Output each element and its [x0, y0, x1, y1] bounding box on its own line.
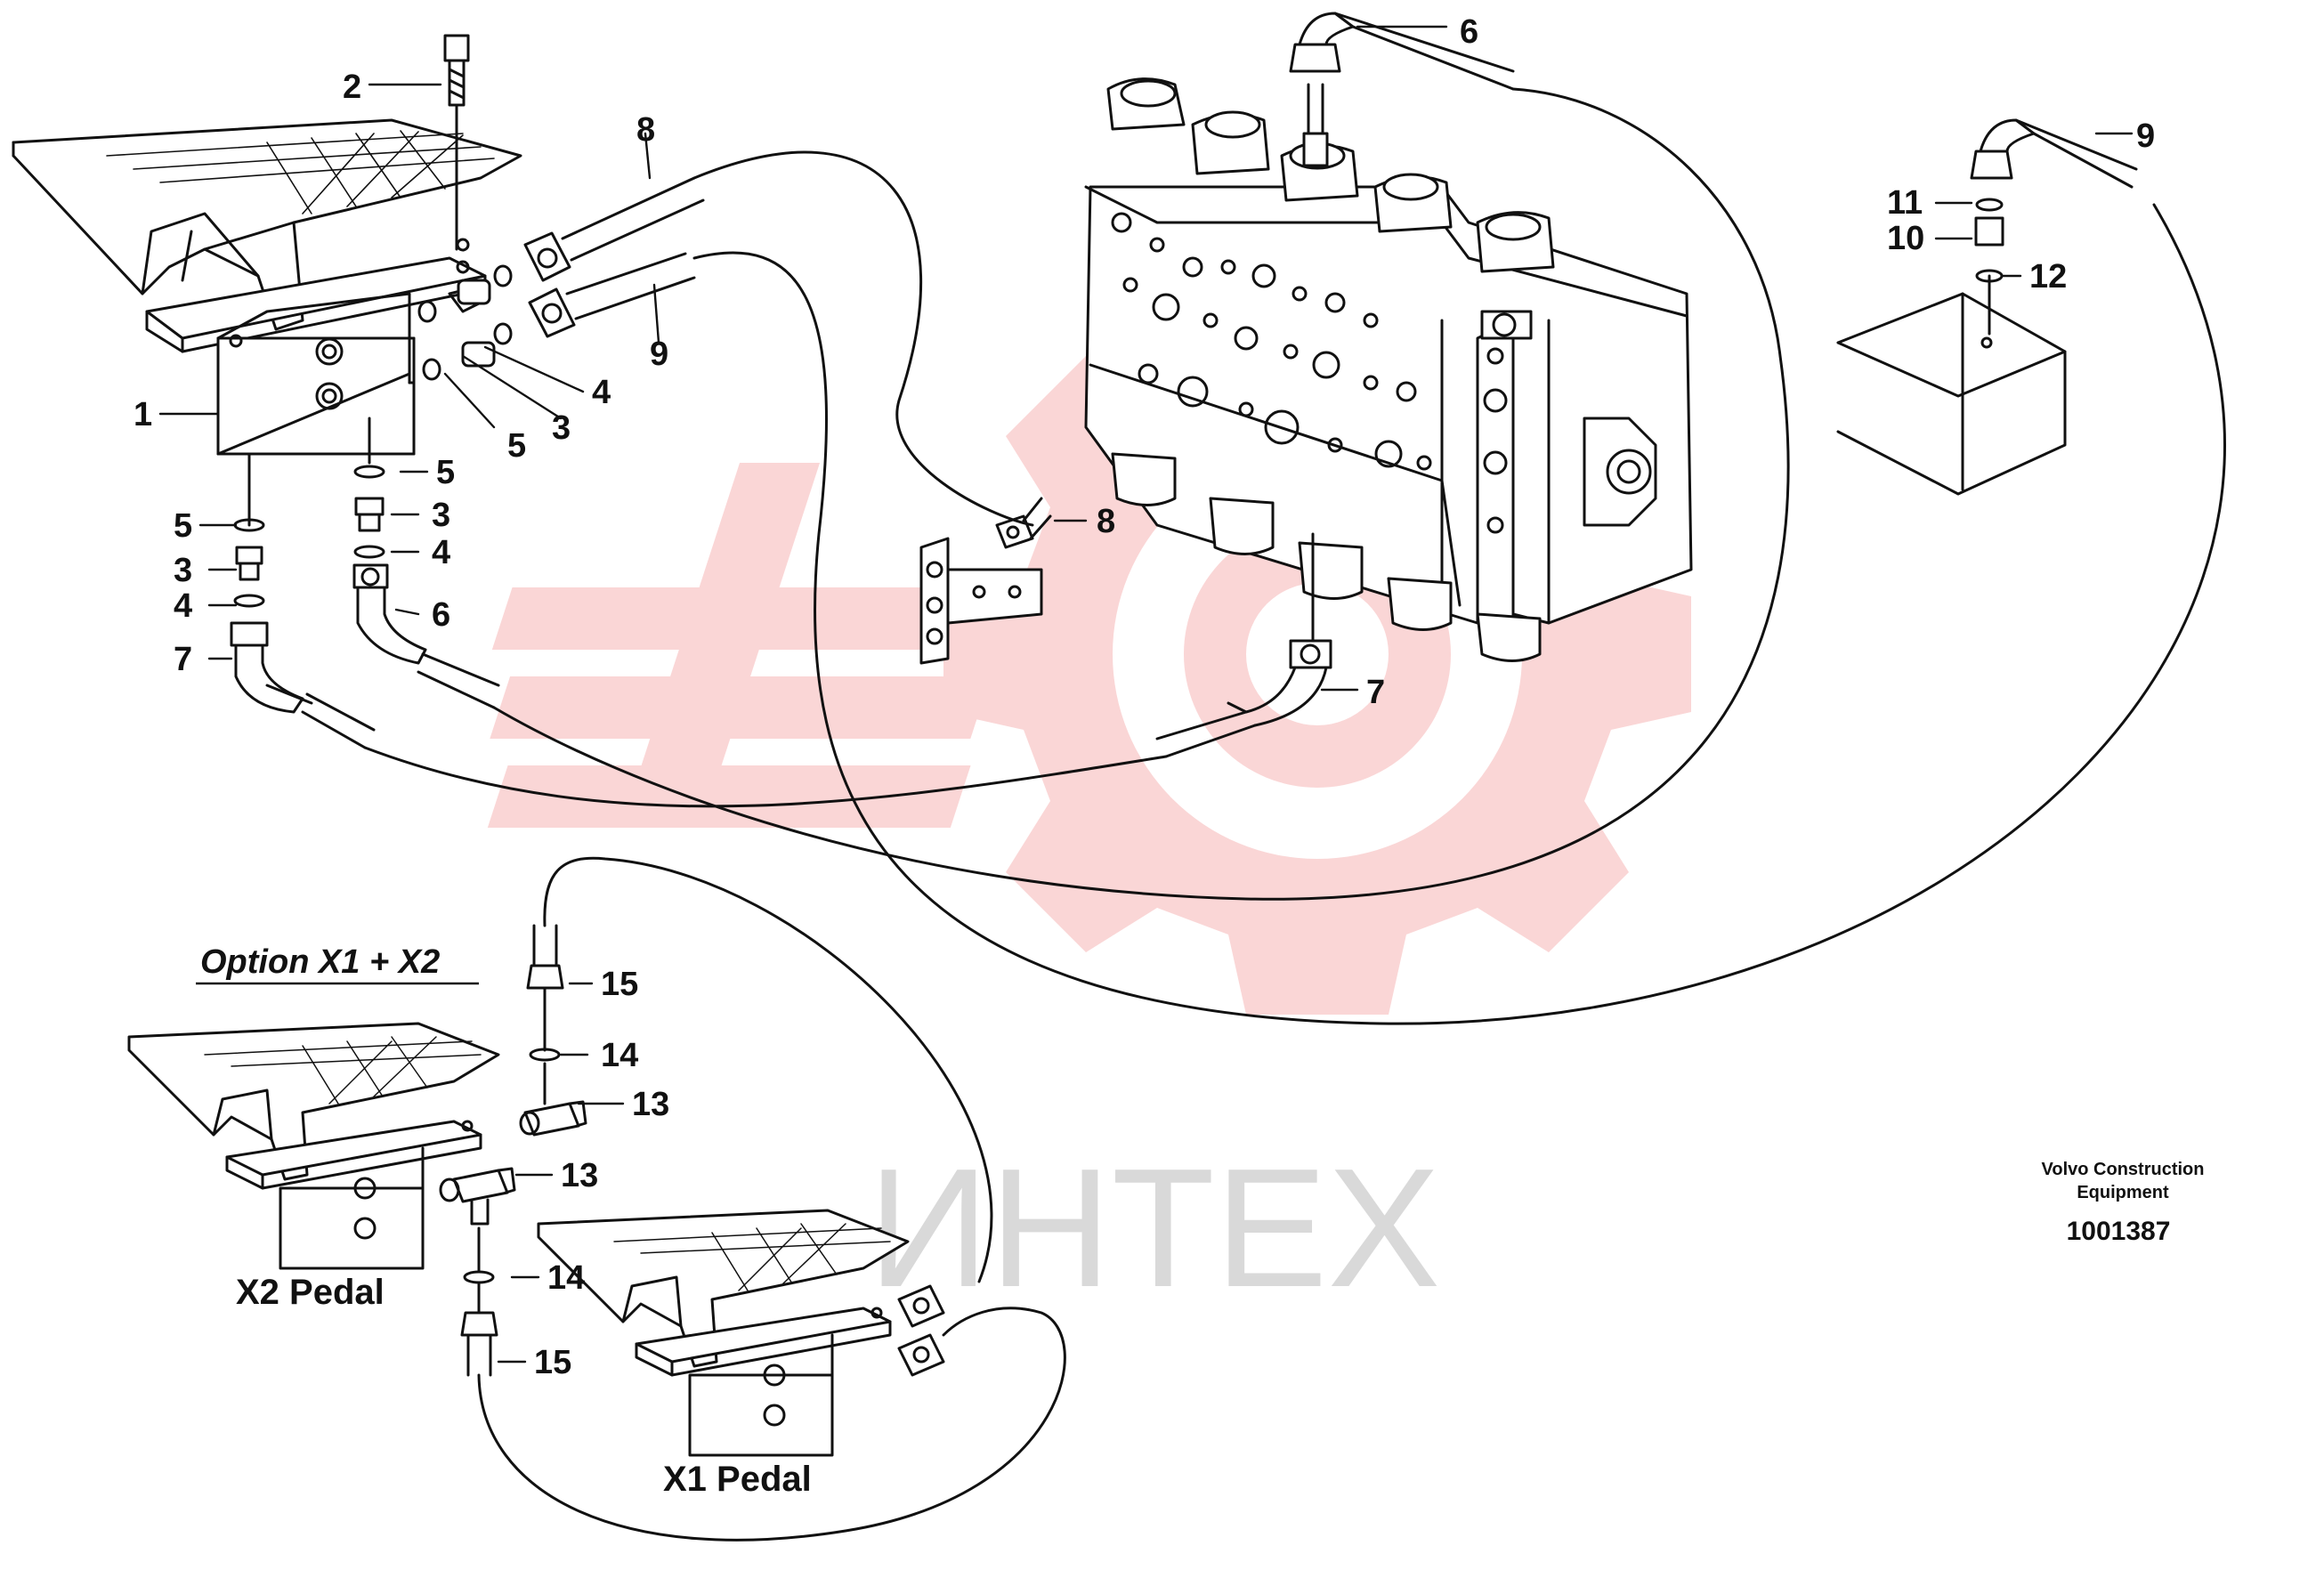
callout-1: 1	[134, 396, 152, 433]
pedal-1	[12, 118, 522, 456]
callout-numbers: 2 1 5 3 4 7 5 3 4 6 4 3 5 8 9 8 6 7 9 11…	[134, 13, 2155, 1381]
option-fittings	[439, 856, 1066, 1542]
x2-pedal-label: X2 Pedal	[236, 1273, 385, 1312]
maker-line-2: Equipment	[2077, 1183, 2169, 1202]
callout-15: 15	[534, 1344, 571, 1381]
maker-line-1: Volvo Construction	[2042, 1160, 2205, 1179]
callout-7: 7	[1366, 674, 1385, 711]
option-title: Option X1 + X2	[200, 943, 440, 981]
callout-9: 9	[2136, 117, 2155, 155]
callout-13: 13	[561, 1157, 598, 1194]
callout-7: 7	[174, 641, 192, 678]
drawing-number: 1001387	[2067, 1217, 2171, 1246]
pedal1-lower-left-fittings	[230, 452, 376, 749]
pedal1-fittings	[417, 176, 705, 381]
callout-11: 11	[1887, 184, 1923, 222]
callout-9: 9	[650, 336, 668, 373]
control-valve	[1084, 12, 1693, 758]
pilot-bracket	[919, 497, 1052, 665]
callout-5: 5	[507, 427, 526, 465]
callout-14: 14	[601, 1037, 638, 1074]
watermark-text: ИНТЕХ	[868, 1134, 1440, 1323]
callout-4: 4	[432, 534, 450, 571]
callout-12: 12	[2029, 258, 2067, 295]
callout-4: 4	[174, 587, 192, 625]
pedal-x2	[127, 1022, 500, 1270]
callout-10: 10	[1887, 220, 1924, 257]
callout-4: 4	[592, 374, 611, 411]
callout-6: 6	[1460, 13, 1478, 51]
callout-14: 14	[547, 1259, 585, 1297]
pedal-x1	[537, 1209, 945, 1457]
bolt-2	[443, 34, 470, 251]
callout-3: 3	[552, 409, 571, 447]
callout-5: 5	[436, 454, 455, 491]
callout-2: 2	[343, 69, 361, 106]
pedal1-lower-right-fittings	[352, 417, 500, 709]
callout-leaders	[158, 25, 2134, 1364]
callout-3: 3	[432, 497, 450, 534]
reservoir	[1836, 118, 2138, 496]
callout-5: 5	[174, 507, 192, 545]
callout-8: 8	[1097, 503, 1115, 540]
callout-3: 3	[174, 552, 192, 589]
x1-pedal-label: X1 Pedal	[663, 1460, 812, 1499]
hose-routing	[363, 87, 2226, 1025]
callout-6: 6	[432, 596, 450, 634]
callout-15: 15	[601, 966, 638, 1003]
callout-13: 13	[632, 1086, 669, 1123]
callout-8: 8	[636, 111, 655, 149]
